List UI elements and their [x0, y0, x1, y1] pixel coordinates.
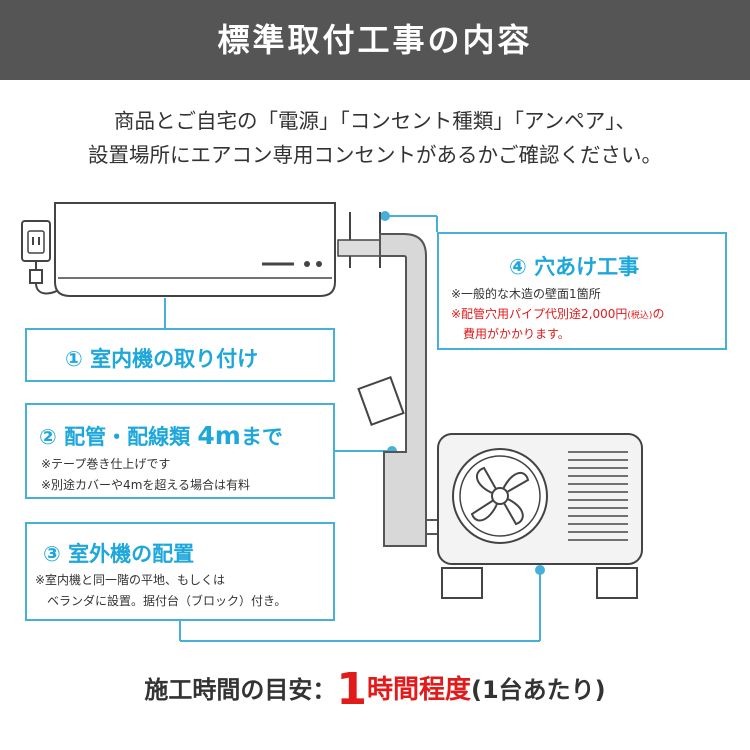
- step-hole-box: ④ 穴あけ工事 ※一般的な木造の壁面1箇所 ※配管穴用パイプ代別途2,000円(…: [437, 232, 727, 350]
- page-title: 標準取付工事の内容: [0, 0, 750, 80]
- outlet-icon: [21, 220, 63, 295]
- step-hole-note-2-main: ※配管穴用パイプ代別途2,000円: [451, 307, 628, 321]
- intro-text: 商品とご自宅の「電源」「コンセント種類」「アンペア」、 設置場所にエアコン専用コ…: [0, 104, 750, 172]
- indoor-unit-illustration: [54, 202, 336, 297]
- step-outdoor-box: ③ 室外機の配置 ※室内機と同一階の平地、もしくは ベランダに設置。据付台（ブロ…: [25, 522, 335, 621]
- pipe-illustration: [357, 233, 440, 547]
- step-piping-title-length: 4m: [197, 421, 241, 450]
- step-hole-title: ④ 穴あけ工事: [509, 255, 640, 279]
- outdoor-unit-illustration: [437, 433, 643, 599]
- construction-time-unit: 時間程度: [366, 675, 471, 705]
- step-outdoor-note-1: ※室内機と同一階の平地、もしくは: [35, 573, 226, 587]
- step-piping-box: ② 配管・配線類 4mまで ※テープ巻き仕上げです ※別途カバーや4mを超える場…: [25, 403, 335, 499]
- step-indoor-title: ① 室内機の取り付け: [65, 347, 259, 371]
- step-hole-note-2: ※配管穴用パイプ代別途2,000円(税込)の: [451, 304, 664, 326]
- construction-time: 施工時間の目安：1時間程度(1台あたり): [0, 664, 750, 715]
- step-piping-title-prefix: ② 配管・配線類: [39, 425, 198, 449]
- step-piping-note-1: ※テープ巻き仕上げです: [41, 457, 171, 471]
- step-outdoor-note-2: ベランダに設置。据付台（ブロック）付き。: [35, 594, 287, 608]
- step-hole-note-1: ※一般的な木造の壁面1箇所: [451, 287, 601, 301]
- step-hole-note-2-tax: (税込): [627, 311, 653, 321]
- step-hole-note-2-tail: の: [652, 307, 665, 321]
- step-outdoor-title: ③ 室外機の配置: [43, 542, 195, 566]
- step-piping-note-2: ※別途カバーや4mを超える場合は有料: [41, 478, 251, 492]
- construction-time-number: 1: [336, 664, 367, 715]
- step-piping-title-suffix: まで: [240, 425, 283, 449]
- step-hole-note-3: 費用がかかります。: [451, 327, 570, 341]
- construction-time-label: 施工時間の目安：: [144, 676, 337, 704]
- construction-time-suffix: (1台あたり): [471, 676, 606, 704]
- intro-line-1: 商品とご自宅の「電源」「コンセント種類」「アンペア」、: [114, 109, 636, 133]
- step-piping-title: ② 配管・配線類 4mまで: [39, 421, 283, 451]
- intro-line-2: 設置場所にエアコン専用コンセントがあるかご確認ください。: [88, 143, 662, 167]
- step-indoor-box: ① 室内機の取り付け: [25, 328, 335, 382]
